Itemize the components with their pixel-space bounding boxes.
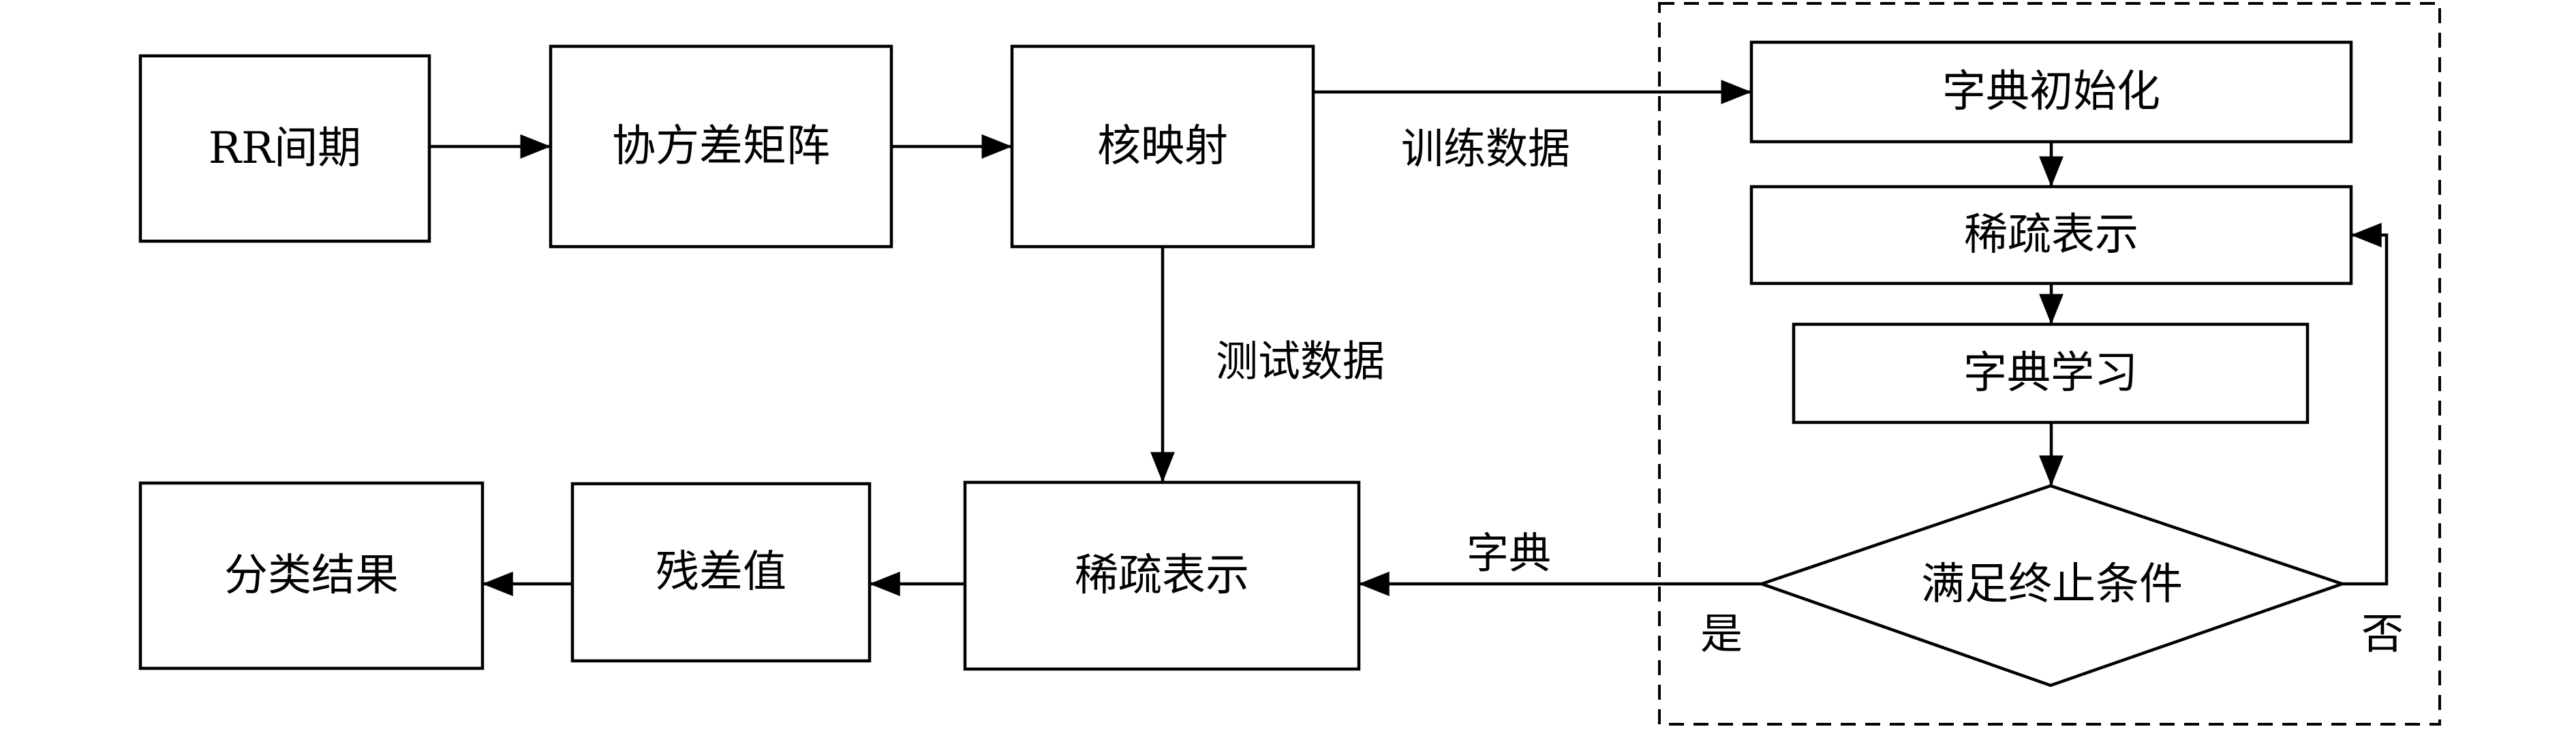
node-stop-condition[interactable]: 满足终止条件	[1757, 484, 2347, 687]
edge-label-dictionary: 字典	[1467, 529, 1551, 578]
node-classification-result-label: 分类结果	[224, 550, 399, 601]
edge-label-test-data: 测试数据	[1216, 337, 1385, 386]
node-dict-init[interactable]: 字典初始化	[1749, 40, 2353, 144]
edge-label-train-data: 训练数据	[1401, 124, 1570, 174]
node-dict-learning-label: 字典学习	[1963, 348, 2138, 399]
node-residual-label: 残差值	[656, 547, 786, 598]
node-kernel-mapping-label: 核映射	[1097, 121, 1228, 172]
node-stop-condition-label: 满足终止条件	[1921, 559, 2183, 610]
node-sparse-repr-test-label: 稀疏表示	[1075, 550, 1249, 601]
node-sparse-repr-train-label: 稀疏表示	[1964, 210, 2138, 260]
node-sparse-repr-train[interactable]: 稀疏表示	[1749, 185, 2353, 285]
node-rr-interval[interactable]: RR间期	[138, 54, 431, 243]
node-dict-init-label: 字典初始化	[1942, 67, 2160, 117]
node-covariance-matrix-label: 协方差矩阵	[612, 121, 830, 172]
training-loop-region	[1658, 2, 2441, 726]
node-rr-interval-label: RR间期	[209, 123, 361, 174]
arrow-condition-no-loop	[2342, 223, 2389, 586]
edge-label-yes: 是	[1700, 609, 1743, 659]
node-sparse-repr-test[interactable]: 稀疏表示	[963, 480, 1361, 671]
node-kernel-mapping[interactable]: 核映射	[1010, 44, 1315, 249]
node-residual[interactable]: 残差值	[570, 482, 872, 663]
node-covariance-matrix[interactable]: 协方差矩阵	[549, 44, 893, 249]
node-dict-learning[interactable]: 字典学习	[1792, 322, 2310, 424]
node-classification-result[interactable]: 分类结果	[138, 481, 485, 670]
edge-label-no: 否	[2361, 609, 2404, 659]
